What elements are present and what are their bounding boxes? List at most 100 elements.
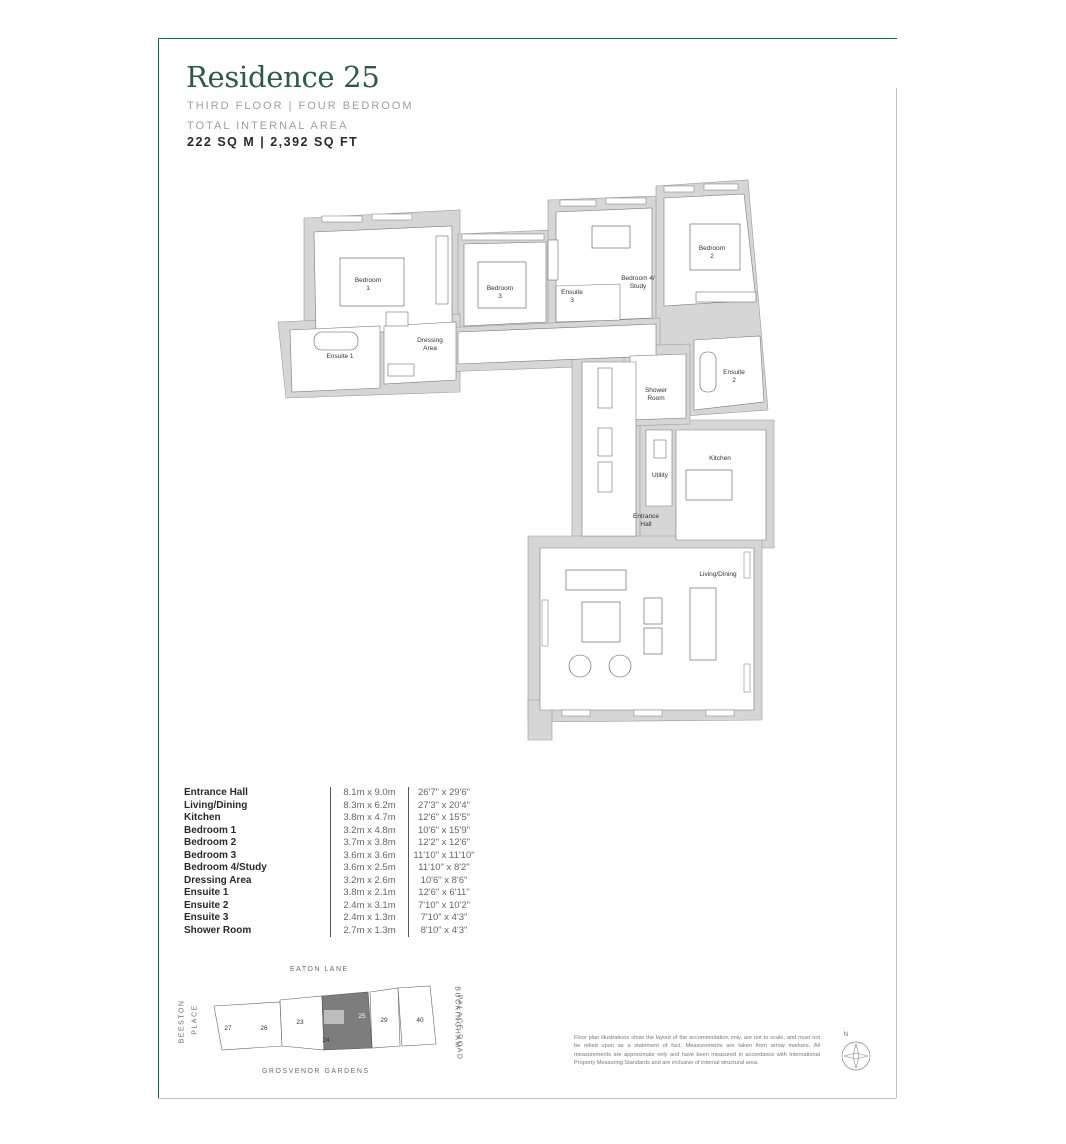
area-imperial: 27'3" x 20'4" xyxy=(408,799,479,812)
window xyxy=(633,709,663,717)
lounge-chair xyxy=(568,654,592,678)
label-dressing: Dressing xyxy=(417,337,443,344)
street-west-1: BEESTON xyxy=(178,999,186,1044)
area-value: 222 SQ M | 2,392 SQ FT xyxy=(187,135,359,149)
page-subtitle: THIRD FLOOR | FOUR BEDROOM xyxy=(187,100,414,112)
area-room-name: Shower Room xyxy=(184,924,252,936)
sheet-edge-right xyxy=(896,88,897,1098)
label-ensuite3: Ensuite xyxy=(561,289,583,296)
area-imperial: 10'6" x 8'6" xyxy=(408,874,479,887)
label-bedroom2: Bedroom xyxy=(699,245,725,252)
bath-ensuite2 xyxy=(699,351,717,393)
window xyxy=(663,185,695,193)
label-bedroom4-sub: Study xyxy=(630,283,647,290)
area-imperial: 11'10" x 11'10" xyxy=(408,849,479,862)
label-bedroom1: Bedroom xyxy=(355,277,381,284)
key-unit-25: 25 xyxy=(358,1013,366,1020)
label-entrance-sub: Hall xyxy=(640,521,652,528)
area-imperial: 10'6" x 15'9" xyxy=(408,824,479,837)
label-shower: Shower xyxy=(645,387,668,394)
area-room-name: Ensuite 2 xyxy=(184,899,229,911)
bed-2 xyxy=(689,223,741,271)
area-room-name: Bedroom 3 xyxy=(184,849,237,861)
wardrobe xyxy=(597,427,613,457)
area-room-name: Bedroom 1 xyxy=(184,824,237,836)
window xyxy=(605,197,647,205)
bed-3 xyxy=(477,261,527,309)
street-south: GROSVENOR GARDENS xyxy=(262,1068,370,1075)
key-unit-23: 23 xyxy=(296,1019,304,1026)
area-metric: 3.6m x 2.5m xyxy=(330,862,409,875)
wardrobe xyxy=(547,239,559,281)
sheet-border xyxy=(158,38,897,1099)
area-imperial: 7'10" x 10'2" xyxy=(408,899,479,912)
key-unit-26: 26 xyxy=(260,1025,268,1032)
area-imperial: 8'10" x 4'3" xyxy=(408,924,479,937)
key-lightwell xyxy=(324,1010,344,1024)
wardrobe xyxy=(387,363,415,377)
area-imperial: 12'2" x 12'6" xyxy=(408,837,479,850)
wardrobe xyxy=(597,367,613,409)
page-title: Residence 25 xyxy=(186,60,380,94)
wardrobe xyxy=(695,291,757,303)
bed-1 xyxy=(339,257,405,307)
area-room-name: Ensuite 3 xyxy=(184,912,229,923)
lounge-chair xyxy=(608,654,632,678)
area-metric: 2.7m x 1.3m xyxy=(330,924,409,937)
area-metric: 8.3m x 6.2m xyxy=(330,799,409,812)
area-label: TOTAL INTERNAL AREA xyxy=(187,120,349,132)
key-unit-24: 24 xyxy=(322,1037,330,1044)
area-imperial: 7'10" x 4'3" xyxy=(408,912,479,925)
area-room-name: Bedroom 4/Study xyxy=(184,862,267,873)
study-desk xyxy=(591,225,631,249)
area-metric: 3.2m x 2.6m xyxy=(330,874,409,887)
north-label: N xyxy=(844,1031,849,1038)
bath-ensuite1 xyxy=(313,331,359,351)
window xyxy=(371,213,413,221)
sheet-edge-bottom xyxy=(158,1098,896,1099)
area-metric: 3.6m x 3.6m xyxy=(330,849,409,862)
label-ensuite2: Ensuite xyxy=(723,369,745,376)
label-ensuite3-num: 3 xyxy=(570,297,574,304)
key-block xyxy=(397,985,437,1047)
label-bedroom1-num: 1 xyxy=(366,285,370,292)
label-utility: Utility xyxy=(652,472,669,479)
dining-table xyxy=(689,587,717,661)
kitchen-island xyxy=(685,469,733,501)
label-bedroom3-num: 3 xyxy=(498,293,502,300)
window xyxy=(559,199,597,207)
room-ensuite3 xyxy=(555,283,621,323)
armchair xyxy=(643,627,663,655)
wardrobe xyxy=(435,235,449,305)
area-metric: 2.4m x 3.1m xyxy=(330,899,409,912)
area-room-name: Entrance Hall xyxy=(184,787,248,798)
label-dressing-sub: Area xyxy=(423,345,437,352)
area-imperial: 12'6" x 6'11" xyxy=(408,887,479,900)
area-metric: 3.7m x 3.8m xyxy=(330,837,409,850)
street-north: EATON LANE xyxy=(290,966,349,973)
window xyxy=(461,233,545,241)
area-imperial: 26'7" x 29'6" xyxy=(408,787,479,800)
sofa xyxy=(565,569,627,591)
coffee-table xyxy=(581,601,621,643)
label-ensuite1: Ensuite 1 xyxy=(326,353,353,360)
armchair xyxy=(643,597,663,625)
wardrobe xyxy=(653,439,667,459)
street-east-2: PALACE ROAD xyxy=(455,994,463,1061)
key-highlight-residence xyxy=(321,991,373,1051)
label-shower-sub: Room xyxy=(647,395,664,402)
north-arrow-icon xyxy=(841,1041,871,1071)
area-room-name: Ensuite 1 xyxy=(184,887,229,898)
area-metric: 3.8m x 4.7m xyxy=(330,812,409,825)
label-bedroom2-num: 2 xyxy=(710,253,714,260)
window xyxy=(541,599,549,647)
